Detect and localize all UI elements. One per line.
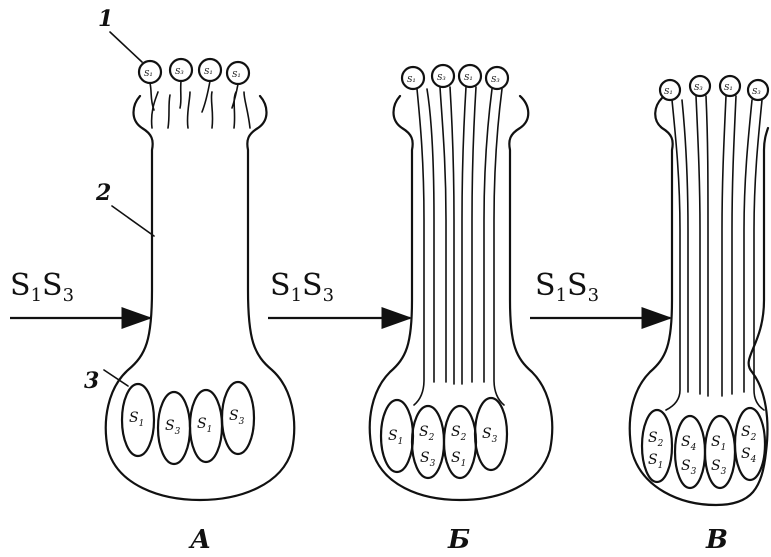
svg-text:S₃: S₃ [752,87,761,96]
svg-text:S₁: S₁ [144,69,153,78]
panel-a-arrow: S1S3 [10,268,150,318]
panel-b-pistil: S₁ S₃ S₁ S₃ S1 S2 S3 S2 S1 S3 [268,65,552,555]
panel-a-label: А [188,525,211,555]
panel-c-pollen-grains: S₁ S₃ S₁ S₃ [660,76,768,100]
svg-text:S₃: S₃ [437,73,446,82]
svg-text:S4: S4 [681,434,697,453]
svg-text:S2: S2 [741,424,757,443]
svg-text:S1: S1 [711,434,726,453]
svg-text:S1S3: S1S3 [10,268,74,306]
svg-text:S₁: S₁ [724,83,733,92]
svg-text:S3: S3 [165,418,181,437]
svg-text:3: 3 [84,368,99,394]
callout-stigma: 1 [98,6,142,62]
panel-b-label: Б [447,525,470,555]
panel-c-ovules: S2 S1 S4 S3 S1 S3 S2 S4 [642,408,765,488]
panel-c-pistil: S₁ S₃ S₁ S₃ S2 S1 S4 S3 S1 S3 S2 [530,76,768,555]
panel-a-pollen-grains: S₁ S₃ S₁ S₁ [139,59,249,112]
svg-text:S3: S3 [229,408,245,427]
panel-b-arrow: S1S3 [268,268,410,318]
svg-text:S1S3: S1S3 [535,268,599,306]
svg-text:2: 2 [95,180,111,206]
callout-ovary: 3 [84,368,128,394]
svg-text:1: 1 [98,6,113,32]
svg-text:S3: S3 [711,458,727,477]
svg-text:S₁: S₁ [407,75,416,84]
svg-text:S1: S1 [451,450,466,469]
svg-text:S1: S1 [388,428,403,447]
panel-b-pollen-tubes [414,87,504,405]
panel-a-pistil: S₁ S₃ S₁ S₁ S1 S3 S1 S3 1 2 [10,6,294,555]
svg-text:S1: S1 [197,416,212,435]
svg-text:S2: S2 [419,424,435,443]
svg-text:S1: S1 [648,452,663,471]
svg-text:S₁: S₁ [464,73,473,82]
panel-c-arrow: S1S3 [530,268,670,318]
svg-text:S2: S2 [451,424,467,443]
svg-text:S1: S1 [129,410,144,429]
panel-b-ovules: S1 S2 S3 S2 S1 S3 [381,398,507,478]
svg-text:S3: S3 [420,450,436,469]
svg-text:S₁: S₁ [204,67,213,76]
svg-text:S₁: S₁ [232,70,241,79]
callout-style: 2 [95,180,154,236]
svg-text:S₃: S₃ [175,67,184,76]
svg-text:S₃: S₃ [491,75,500,84]
svg-text:S2: S2 [648,430,664,449]
svg-text:S₁: S₁ [664,87,673,96]
svg-text:S₃: S₃ [694,83,703,92]
svg-text:S4: S4 [741,446,757,465]
panel-c-label: В [705,525,728,555]
panel-a-ovules: S1 S3 S1 S3 [122,382,254,464]
panel-b-pollen-grains: S₁ S₃ S₁ S₃ [402,65,508,89]
panel-a-pistil-outline [106,96,294,500]
svg-text:S3: S3 [681,458,697,477]
svg-text:S3: S3 [482,426,498,445]
svg-text:S1S3: S1S3 [270,268,334,306]
